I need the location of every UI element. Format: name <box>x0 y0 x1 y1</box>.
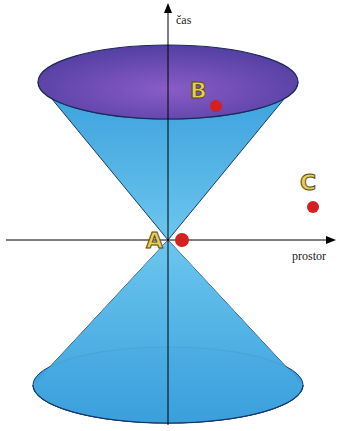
space-axis <box>6 240 330 241</box>
event-label: B <box>190 80 207 102</box>
axis-label: čas <box>176 14 191 26</box>
event-label: A <box>146 230 163 252</box>
event-dot <box>210 100 222 112</box>
space-arrowhead <box>326 236 336 244</box>
time-arrowhead <box>164 3 172 13</box>
axis-label: prostor <box>292 250 326 262</box>
event-label: C <box>300 172 316 194</box>
time-axis <box>168 8 169 425</box>
event-dot <box>175 233 189 247</box>
event-dot <box>307 201 319 213</box>
